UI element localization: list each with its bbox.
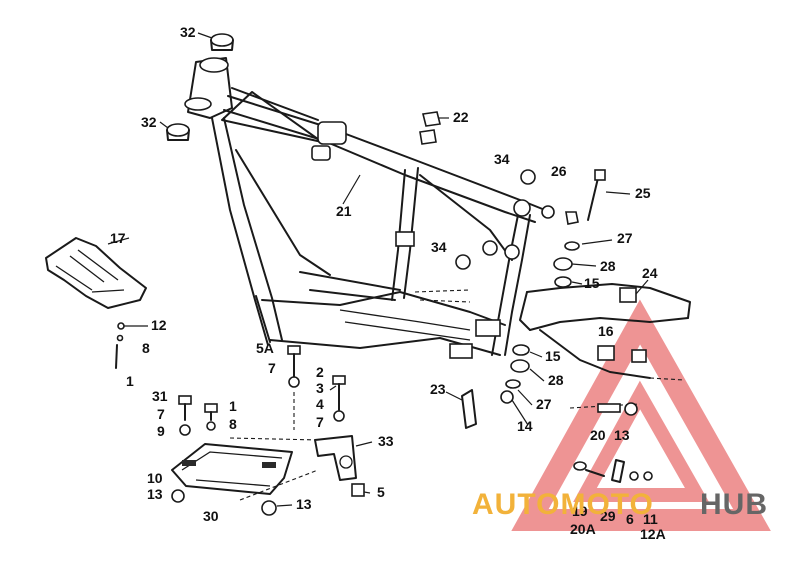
- part-label-29: 29: [600, 508, 616, 524]
- part-label-28a: 28: [600, 258, 616, 274]
- main-frame: [184, 57, 555, 359]
- part-label-34b: 34: [431, 239, 447, 255]
- part-label-11: 11: [643, 511, 658, 527]
- part-label-25: 25: [635, 185, 651, 201]
- part-label-27b: 27: [536, 396, 552, 412]
- part-label-5: 5: [377, 484, 385, 500]
- part-label-16: 16: [598, 323, 614, 339]
- part-label-2: 2: [316, 364, 324, 380]
- part-label-20A: 20A: [570, 521, 596, 537]
- watermark-logo: [511, 299, 771, 531]
- part-label-20: 20: [590, 427, 606, 443]
- part-label-10: 10: [147, 470, 163, 486]
- part-label-7a: 7: [268, 360, 276, 376]
- part-label-33: 33: [378, 433, 394, 449]
- bearing-cups: [166, 33, 536, 270]
- part-label-24: 24: [642, 265, 658, 281]
- part-label-1b: 1: [229, 398, 237, 414]
- part-label-27a: 27: [617, 230, 633, 246]
- part-label-12A: 12A: [640, 526, 666, 542]
- part-label-8a: 8: [142, 340, 150, 356]
- watermark-brand-part2: HUB: [700, 488, 768, 521]
- part-label-17: 17: [110, 230, 126, 246]
- part-label-26: 26: [551, 163, 567, 179]
- part-label-5A: 5A: [256, 340, 274, 356]
- part-label-7c: 7: [316, 414, 324, 430]
- part-label-8b: 8: [229, 416, 237, 432]
- swingarm: [461, 169, 691, 483]
- part-label-32a: 32: [180, 24, 196, 40]
- part-label-32b: 32: [141, 114, 157, 130]
- part-label-19: 19: [572, 503, 588, 519]
- part-label-13b: 13: [147, 486, 163, 502]
- watermark-text: AUTOMOTO HUB: [472, 488, 768, 521]
- part-label-15b: 15: [545, 348, 561, 364]
- leader-lines: [107, 32, 649, 507]
- part-label-28b: 28: [548, 372, 564, 388]
- part-label-13c: 13: [296, 496, 312, 512]
- part-label-12: 12: [151, 317, 167, 333]
- part-label-7b: 7: [157, 406, 165, 422]
- part-label-30: 30: [203, 508, 219, 524]
- part-label-22: 22: [453, 109, 469, 125]
- part-label-31: 31: [152, 388, 168, 404]
- part-label-15a: 15: [584, 275, 600, 291]
- part-label-21: 21: [336, 203, 352, 219]
- part-label-9: 9: [157, 423, 165, 439]
- skid-plate: [45, 237, 147, 369]
- part-label-4: 4: [316, 396, 324, 412]
- part-label-6: 6: [626, 511, 634, 527]
- watermark-brand-part1: AUTOMOTO: [472, 488, 654, 521]
- footrest-bracket: [171, 345, 365, 516]
- part-label-14: 14: [517, 418, 533, 434]
- part-label-34a: 34: [494, 151, 510, 167]
- part-label-3: 3: [316, 380, 324, 396]
- part-label-1a: 1: [126, 373, 134, 389]
- part-label-23: 23: [430, 381, 446, 397]
- part-label-13a: 13: [614, 427, 630, 443]
